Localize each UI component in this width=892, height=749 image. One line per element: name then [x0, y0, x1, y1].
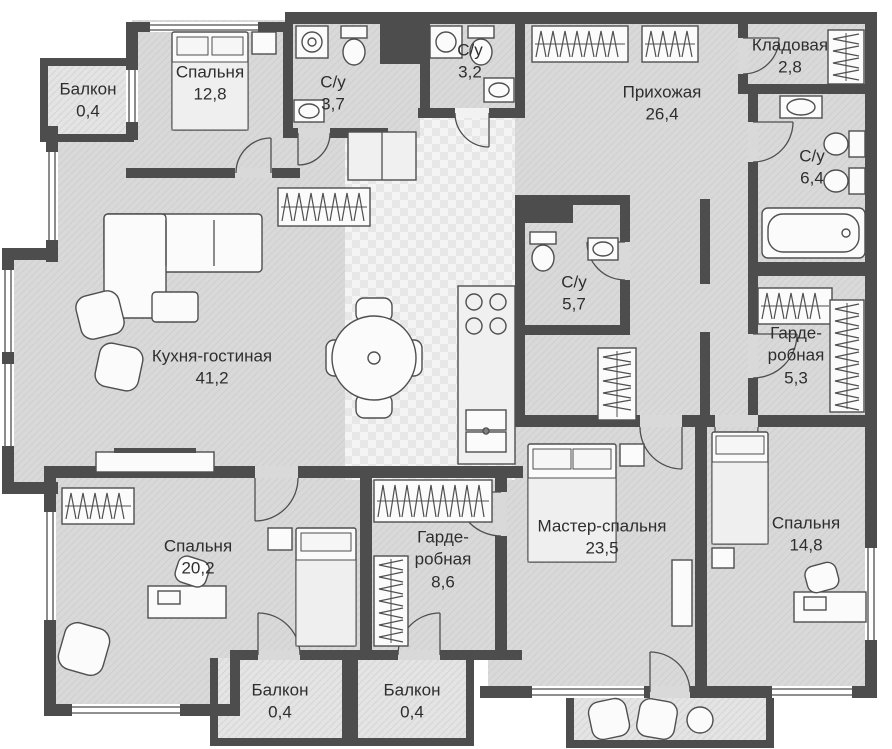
toilet-icon [823, 167, 866, 195]
bathtub-icon [761, 207, 866, 259]
armchair-icon [587, 697, 631, 741]
desk-icon [793, 591, 867, 623]
chair-icon [804, 561, 840, 594]
armchair-icon [75, 290, 125, 340]
toilet-icon [467, 25, 495, 66]
armchair-icon [636, 698, 678, 740]
bed-icon [527, 443, 693, 627]
sink-icon [779, 95, 823, 119]
coffee-table-icon [151, 291, 199, 323]
tv-stand-icon [95, 448, 215, 473]
sink-icon [293, 99, 325, 123]
armchair-icon [94, 342, 144, 392]
chair-icon [174, 555, 210, 588]
toilet-icon [340, 25, 368, 66]
toilet-icon [823, 130, 866, 158]
washer-icon [429, 25, 463, 59]
kitchen-counter-icon [347, 131, 516, 465]
sofa-icon [103, 213, 263, 319]
bed-icon [267, 527, 357, 647]
wardrobe-hanger-icons [61, 25, 865, 647]
armchair-icon [57, 621, 111, 677]
walls [2, 12, 877, 748]
bed-icon [711, 431, 769, 569]
washer-icon [295, 25, 329, 59]
sink-icon [587, 237, 619, 261]
dining-table-icon [325, 297, 423, 419]
windows [2, 22, 877, 716]
desk-icon [147, 585, 227, 619]
doors [235, 37, 798, 698]
toilet-icon [529, 231, 557, 272]
furniture [57, 25, 867, 741]
bed-icon [171, 31, 277, 131]
sink-icon [483, 77, 515, 103]
side-table-icon [686, 706, 714, 734]
